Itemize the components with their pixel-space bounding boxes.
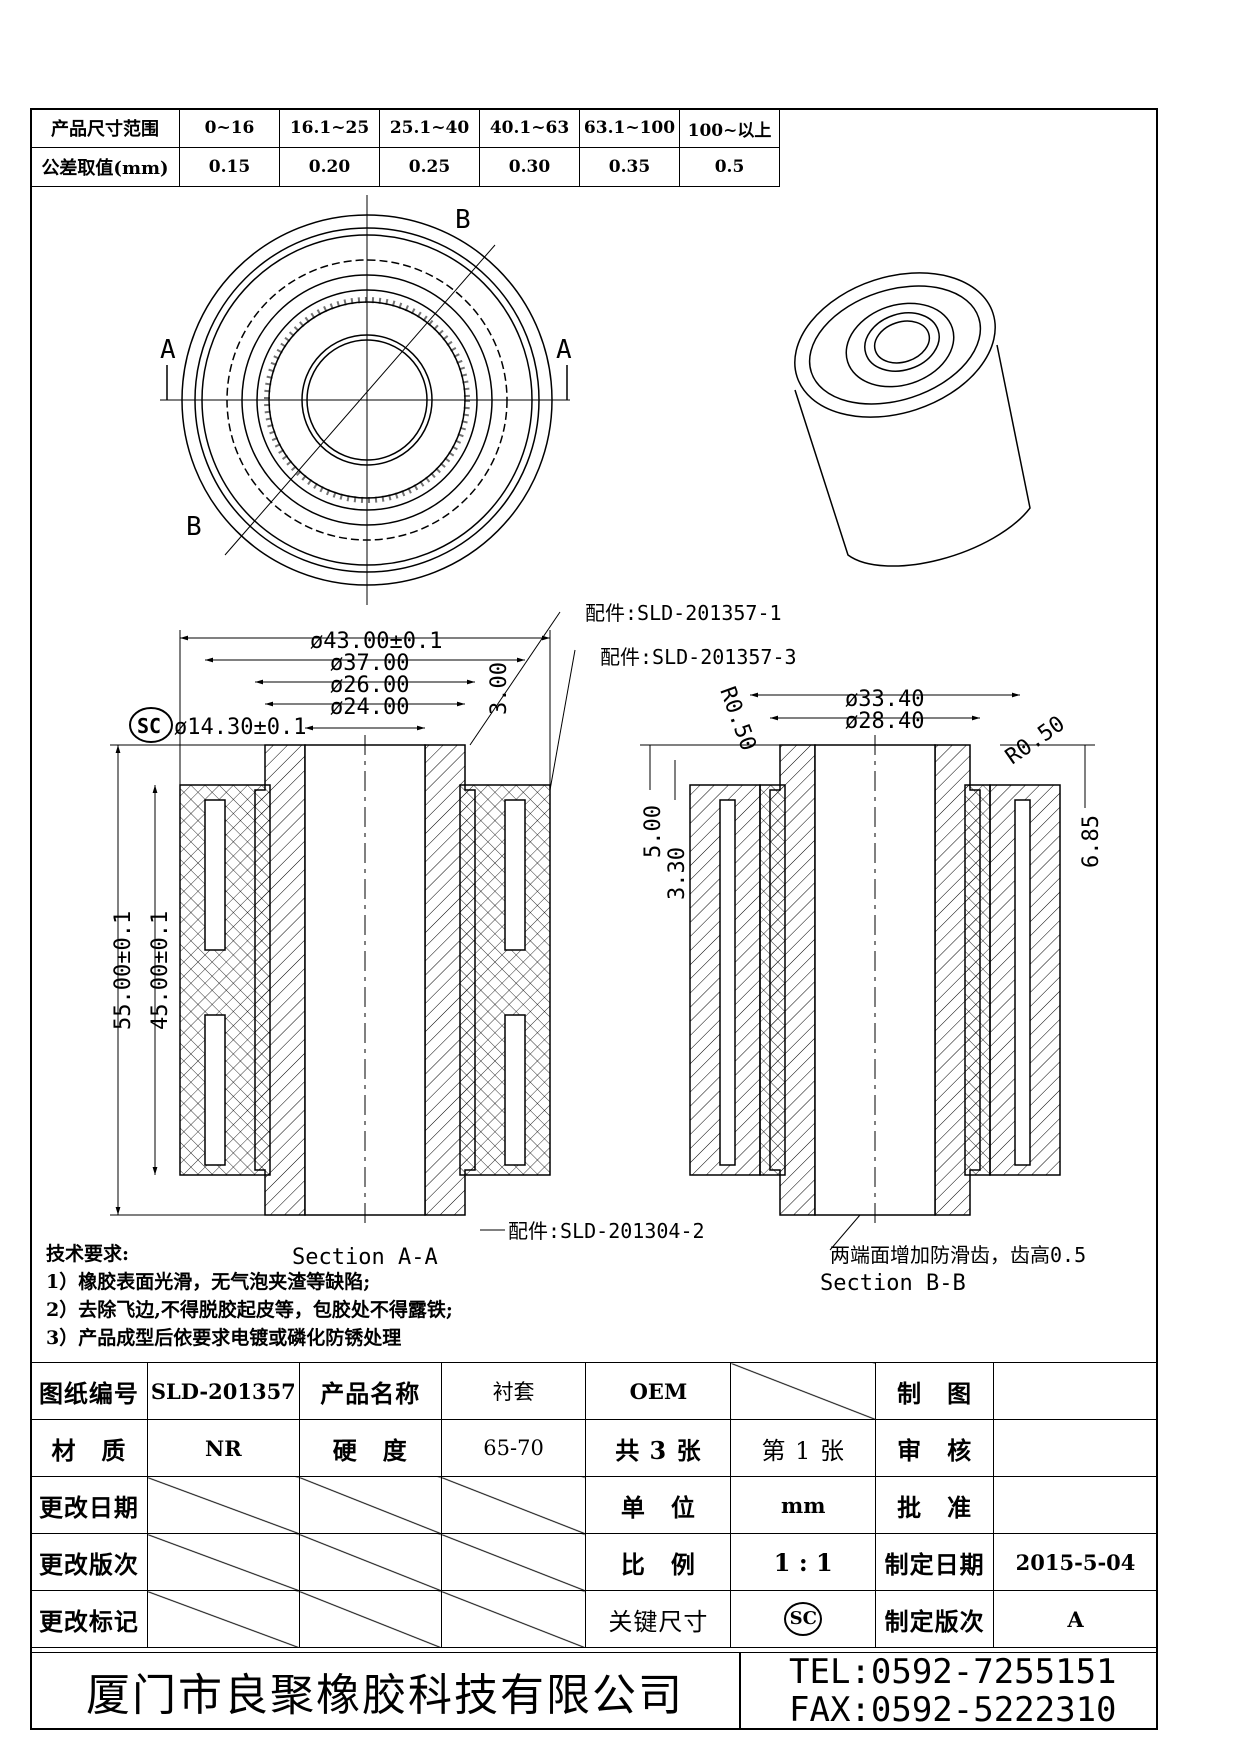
part-label-3: 配件:SLD-201357-3: [600, 645, 797, 669]
drawn-label: 制 图: [875, 1362, 995, 1420]
dim-diameter-37: ø37.00: [330, 651, 409, 676]
dim-5-00: 5.00: [641, 805, 666, 858]
oem-empty-cell: [730, 1362, 877, 1420]
section-bb-caption: Section B-B: [820, 1271, 966, 1296]
made-date-label: 制定日期: [875, 1533, 995, 1591]
dim-diameter-33-4: ø33.40: [845, 687, 924, 712]
tech-heading: 技术要求:: [46, 1243, 130, 1265]
change-date-cell: [440, 1476, 587, 1534]
drawn-value: [993, 1362, 1158, 1420]
title-block: 图纸编号 SLD-201357 产品名称 衬套 OEM 制 图 材 质 NR 硬…: [30, 1362, 1158, 1648]
part-label-2: 配件:SLD-201304-2: [508, 1219, 705, 1243]
tolerance-value-cell: 0.20: [279, 147, 380, 187]
tolerance-size-cell: 100~以上: [679, 108, 780, 148]
dim-diameter-24: ø24.00: [330, 695, 409, 720]
change-revision-cell: [298, 1533, 442, 1591]
technical-requirements: 技术要求: 1）橡胶表面光滑，无气泡夹渣等缺陷; 2）去除飞边,不得脱胶起皮等，…: [46, 1240, 453, 1352]
approve-value: [993, 1476, 1158, 1534]
section-bb: [640, 692, 1095, 1251]
drawing-no-value: SLD-201357: [146, 1362, 300, 1420]
tolerance-size-cell: 63.1~100: [579, 108, 680, 148]
tolerance-value-cell: 0.15: [179, 147, 280, 187]
tech-line: 1）橡胶表面光滑，无气泡夹渣等缺陷;: [46, 1271, 371, 1293]
made-date-value: 2015-5-04: [993, 1533, 1158, 1591]
hardness-label: 硬 度: [298, 1419, 442, 1477]
made-revision-value: A: [993, 1590, 1158, 1648]
made-revision-label: 制定版次: [875, 1590, 995, 1648]
tolerance-value-cell: 0.30: [479, 147, 580, 187]
change-revision-label: 更改版次: [30, 1533, 148, 1591]
tolerance-value-cell: 0.25: [379, 147, 480, 187]
unit-value: mm: [730, 1476, 877, 1534]
dim-radius-right: R0.50: [1001, 711, 1070, 769]
change-mark-cell: [298, 1590, 442, 1648]
dim-diameter-28-4: ø28.40: [845, 709, 924, 734]
tolerance-size-cell: 25.1~40: [379, 108, 480, 148]
product-name-value: 衬套: [440, 1362, 587, 1420]
check-label: 审 核: [875, 1419, 995, 1477]
contact-info: TEL:0592-7255151 FAX:0592-5222310: [740, 1652, 1158, 1730]
check-value: [993, 1419, 1158, 1477]
sc-mark-text: SC: [137, 714, 161, 738]
oem-label: OEM: [585, 1362, 732, 1420]
unit-label: 单 位: [585, 1476, 732, 1534]
material-value: NR: [146, 1419, 300, 1477]
sheet-number: 第 1 张: [730, 1419, 877, 1477]
dim-length-inner: 45.00±0.1: [148, 911, 173, 1030]
drawing-no-label: 图纸编号: [30, 1362, 148, 1420]
anti-slip-note: 两端面增加防滑齿，齿高0.5: [830, 1243, 1086, 1267]
dim-outer-diameter: ø43.00±0.1: [310, 629, 442, 654]
key-dimension-label: 关键尺寸: [585, 1590, 732, 1648]
sheets-total: 共 3 张: [585, 1419, 732, 1477]
section-b-top-label: B: [455, 205, 471, 235]
hardness-value: 65-70: [440, 1419, 587, 1477]
section-a-left-label: A: [160, 335, 176, 365]
section-aa: [110, 611, 576, 1231]
change-mark-label: 更改标记: [30, 1590, 148, 1648]
scale-label: 比 例: [585, 1533, 732, 1591]
section-aa-caption: Section A-A: [292, 1245, 438, 1270]
tel-number: TEL:0592-7255151: [789, 1652, 1117, 1692]
scale-value: 1 : 1: [730, 1533, 877, 1591]
dim-radius-left: R0.50: [714, 684, 760, 755]
top-view: [160, 195, 570, 605]
change-date-label: 更改日期: [30, 1476, 148, 1534]
isometric-view: [794, 272, 1031, 567]
tolerance-value-cell: 0.5: [679, 147, 780, 187]
sc-symbol: SC: [784, 1602, 823, 1636]
tolerance-value-cell: 0.35: [579, 147, 680, 187]
change-revision-cell: [440, 1533, 587, 1591]
change-date-cell: [298, 1476, 442, 1534]
dim-3-30: 3.30: [665, 847, 690, 900]
change-mark-cell: [440, 1590, 587, 1648]
dim-bore-diameter: ø14.30±0.1: [174, 715, 306, 740]
section-a-right-label: A: [556, 335, 572, 365]
material-label: 材 质: [30, 1419, 148, 1477]
dim-flange: 3.00: [487, 662, 512, 715]
product-name-label: 产品名称: [298, 1362, 442, 1420]
tolerance-table: 产品尺寸范围 0~16 16.1~25 25.1~40 40.1~63 63.1…: [30, 108, 780, 187]
tolerance-value-label: 公差取值(mm): [30, 147, 180, 187]
tech-line: 2）去除飞边,不得脱胶起皮等，包胶处不得露铁;: [46, 1299, 453, 1321]
change-revision-cell: [146, 1533, 300, 1591]
dim-diameter-26: ø26.00: [330, 673, 409, 698]
part-label-1: 配件:SLD-201357-1: [585, 601, 782, 625]
change-mark-cell: [146, 1590, 300, 1648]
tolerance-size-cell: 0~16: [179, 108, 280, 148]
tech-line: 3）产品成型后依要求电镀或磷化防锈处理: [46, 1327, 402, 1349]
key-dimension-cell: SC: [730, 1590, 877, 1648]
section-b-bottom-label: B: [186, 512, 202, 542]
dim-6-85: 6.85: [1079, 815, 1104, 868]
change-date-cell: [146, 1476, 300, 1534]
company-name: 厦门市良聚橡胶科技有限公司: [30, 1652, 740, 1730]
dim-length-outer: 55.00±0.1: [111, 911, 136, 1030]
fax-number: FAX:0592-5222310: [789, 1690, 1117, 1730]
sc-mark-circle: [129, 707, 173, 743]
approve-label: 批 准: [875, 1476, 995, 1534]
